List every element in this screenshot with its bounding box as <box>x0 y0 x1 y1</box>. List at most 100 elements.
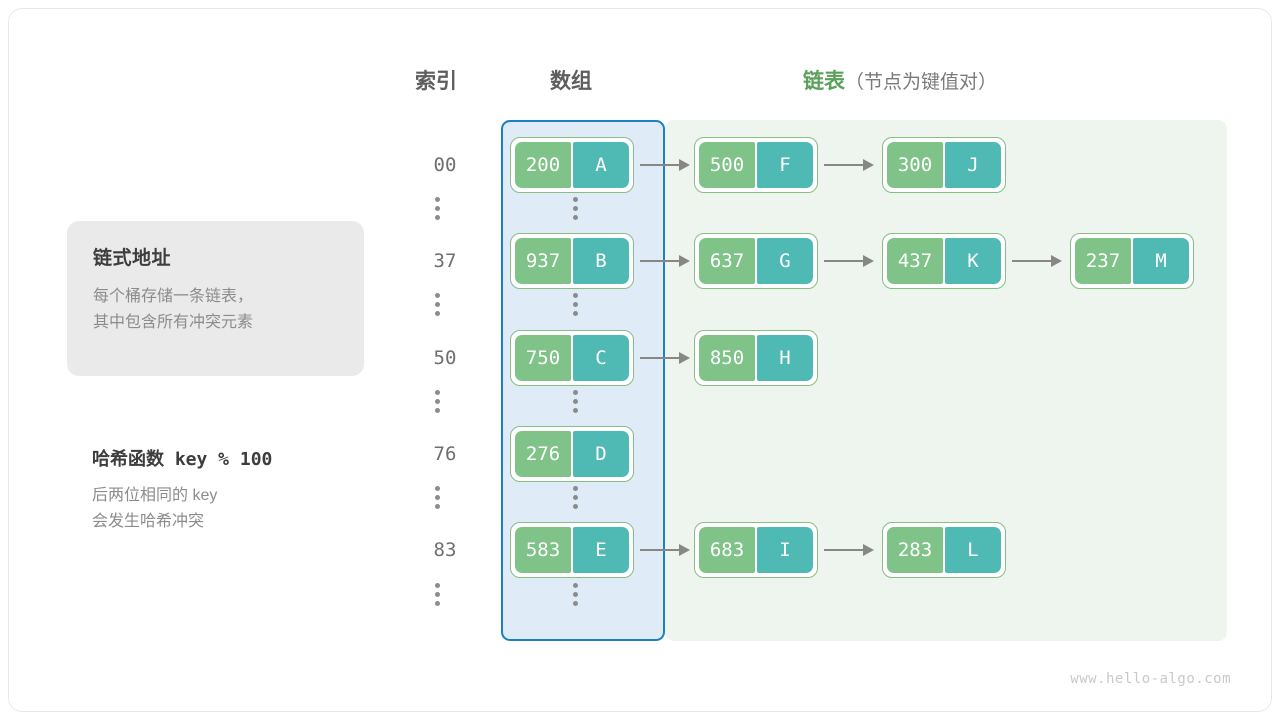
arrow-head <box>679 352 690 364</box>
array-ellipsis <box>565 293 585 316</box>
array-ellipsis <box>565 390 585 413</box>
arrow-head <box>863 159 874 171</box>
node-value: A <box>573 142 629 188</box>
chain-arrow-icon <box>824 159 874 171</box>
chain-arrow-icon <box>824 544 874 556</box>
arrow-shaft <box>640 259 680 263</box>
arrow-head <box>679 159 690 171</box>
column-header-linkedlist-sub: （节点为键值对） <box>845 72 998 93</box>
ellipsis-dot <box>572 408 578 413</box>
bucket-index-label: 50 <box>433 347 457 369</box>
ellipsis-dot <box>434 302 440 307</box>
index-ellipsis <box>427 390 447 413</box>
arrow-shaft <box>1012 259 1052 263</box>
ellipsis-dot <box>434 583 440 588</box>
node-value: M <box>1133 238 1189 284</box>
node-value: B <box>573 238 629 284</box>
diagram-card: 索引 数组 链表（节点为键值对） 链式地址 每个桶存储一条链表， 其中包含所有冲… <box>8 8 1272 712</box>
hash-function-note: 哈希函数 key % 100 后两位相同的 key 会发生哈希冲突 <box>92 445 412 535</box>
ellipsis-dot <box>572 601 578 606</box>
index-ellipsis <box>427 583 447 606</box>
node-value: L <box>945 527 1001 573</box>
ellipsis-dot <box>434 399 440 404</box>
arrow-shaft <box>824 548 864 552</box>
node-key: 683 <box>699 527 755 573</box>
index-ellipsis <box>427 486 447 509</box>
ellipsis-dot <box>434 206 440 211</box>
node-key: 637 <box>699 238 755 284</box>
ellipsis-dot <box>572 206 578 211</box>
array-ellipsis <box>565 583 585 606</box>
ellipsis-dot <box>572 311 578 316</box>
index-ellipsis <box>427 197 447 220</box>
chain-arrow-icon <box>640 544 690 556</box>
ellipsis-dot <box>572 486 578 491</box>
arrow-head <box>1051 255 1062 267</box>
node-value: E <box>573 527 629 573</box>
node-value: K <box>945 238 1001 284</box>
watermark: www.hello-algo.com <box>1070 671 1231 687</box>
ellipsis-dot <box>572 293 578 298</box>
column-header-array: 数组 <box>550 70 592 93</box>
node-key: 237 <box>1075 238 1131 284</box>
ellipsis-dot <box>434 592 440 597</box>
column-header-index: 索引 <box>415 70 457 93</box>
ellipsis-dot <box>434 601 440 606</box>
array-ellipsis <box>565 197 585 220</box>
ellipsis-dot <box>434 197 440 202</box>
arrow-shaft <box>640 356 680 360</box>
node-value: G <box>757 238 813 284</box>
node-key: 500 <box>699 142 755 188</box>
node-value: C <box>573 335 629 381</box>
callout-title: 链式地址 <box>93 248 172 269</box>
ellipsis-dot <box>434 311 440 316</box>
node-key: 283 <box>887 527 943 573</box>
ellipsis-dot <box>572 390 578 395</box>
ellipsis-dot <box>434 293 440 298</box>
ellipsis-dot <box>434 390 440 395</box>
node-value: J <box>945 142 1001 188</box>
ellipsis-dot <box>572 197 578 202</box>
callout-chaining: 链式地址 每个桶存储一条链表， 其中包含所有冲突元素 <box>67 221 364 376</box>
arrow-shaft <box>640 548 680 552</box>
node-key: 276 <box>515 431 571 477</box>
ellipsis-dot <box>434 486 440 491</box>
ellipsis-dot <box>572 495 578 500</box>
bucket-index-label: 76 <box>433 443 457 465</box>
arrow-head <box>679 544 690 556</box>
node-key: 750 <box>515 335 571 381</box>
node-value: D <box>573 431 629 477</box>
arrow-shaft <box>824 259 864 263</box>
chain-arrow-icon <box>640 352 690 364</box>
node-key: 850 <box>699 335 755 381</box>
ellipsis-dot <box>434 215 440 220</box>
hash-function-body: 后两位相同的 key 会发生哈希冲突 <box>92 487 218 530</box>
column-header-linkedlist-main: 链表 <box>803 70 845 93</box>
bucket-index-label: 83 <box>433 539 457 561</box>
chain-arrow-icon <box>640 159 690 171</box>
ellipsis-dot <box>572 504 578 509</box>
bucket-index-label: 00 <box>433 154 457 176</box>
chain-arrow-icon <box>1012 255 1062 267</box>
node-value: F <box>757 142 813 188</box>
column-header-linkedlist: 链表（节点为键值对） <box>803 65 997 95</box>
hash-function-title: 哈希函数 key % 100 <box>92 449 273 470</box>
bucket-index-label: 37 <box>433 250 457 272</box>
arrow-head <box>863 544 874 556</box>
chain-arrow-icon <box>640 255 690 267</box>
index-ellipsis <box>427 293 447 316</box>
callout-body: 每个桶存储一条链表， 其中包含所有冲突元素 <box>93 288 254 331</box>
ellipsis-dot <box>572 399 578 404</box>
arrow-head <box>679 255 690 267</box>
